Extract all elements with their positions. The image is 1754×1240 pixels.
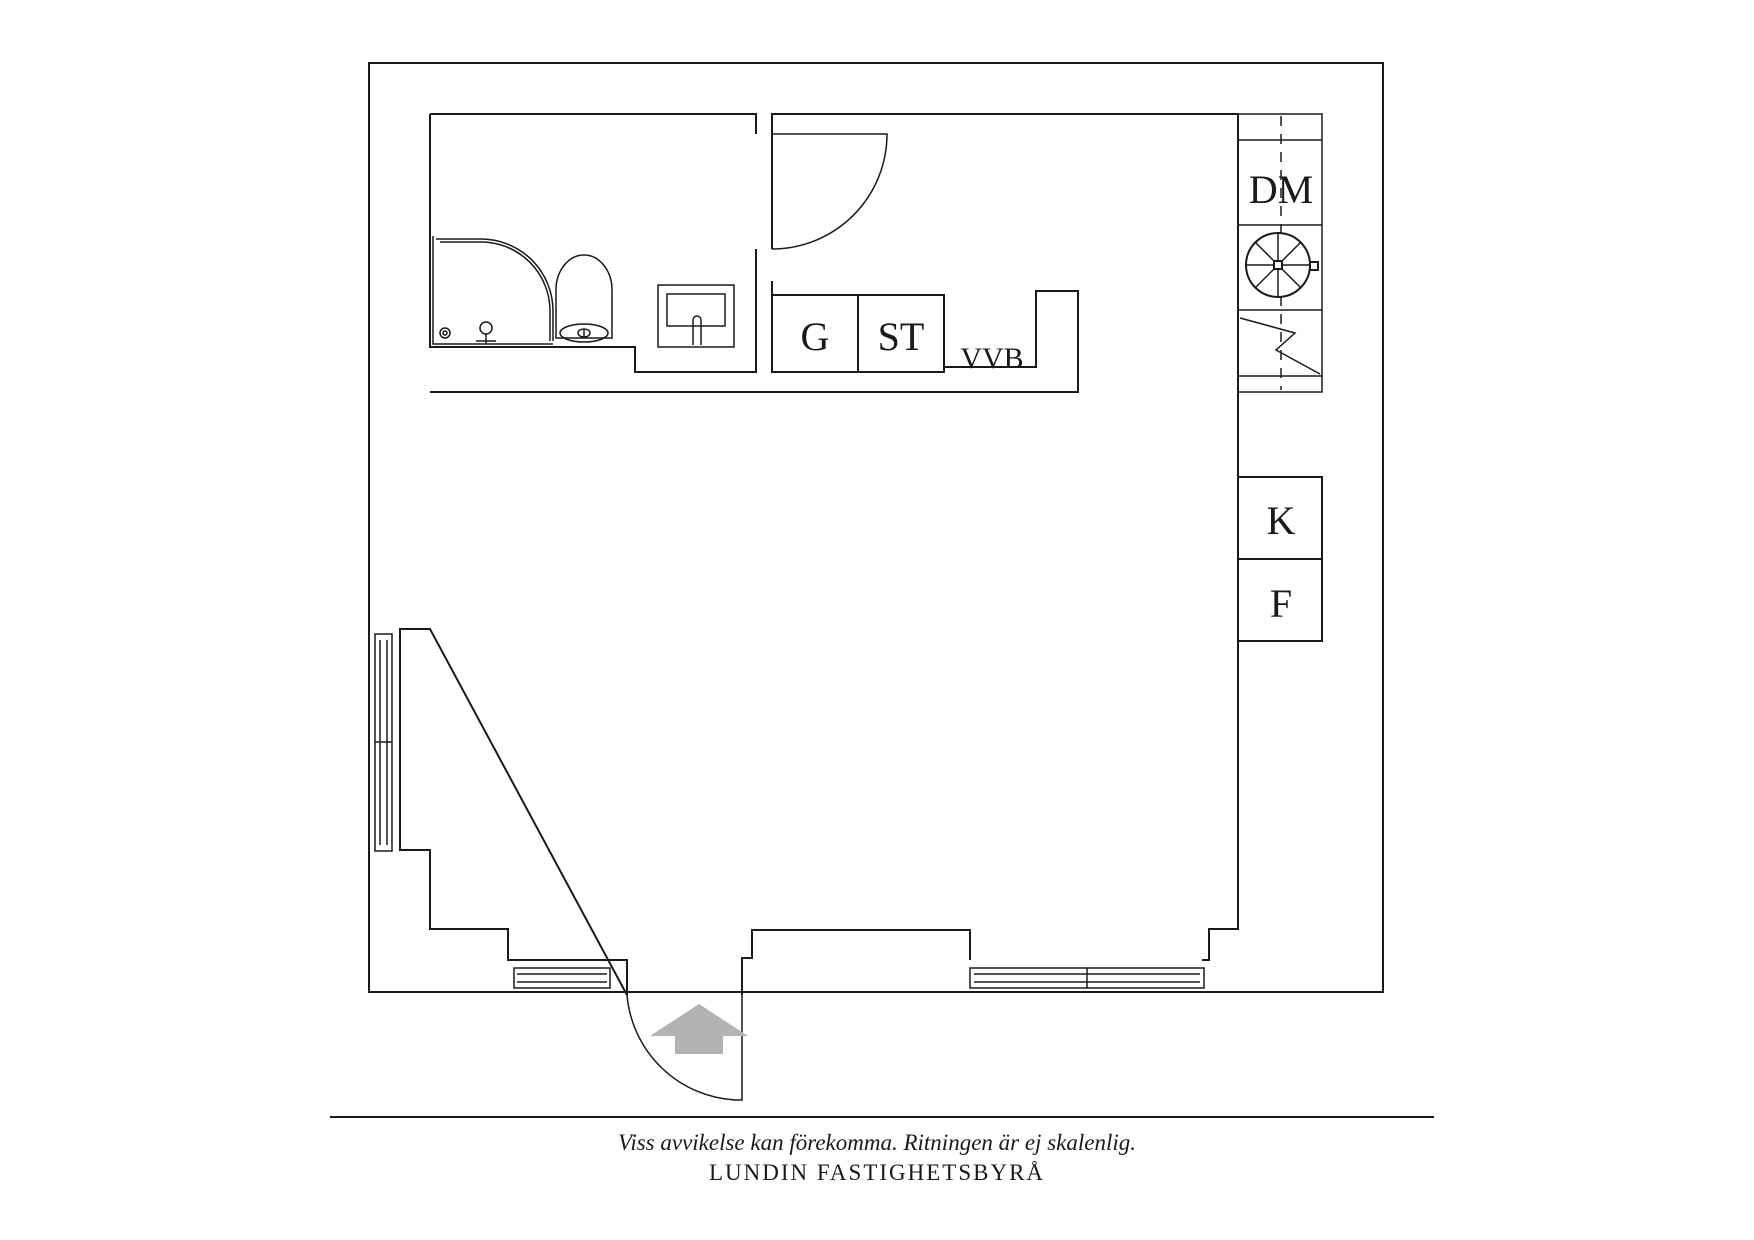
label-dm: DM xyxy=(1249,167,1313,212)
window-left xyxy=(374,633,393,852)
right-kitchen-column xyxy=(1237,113,1323,393)
disclaimer-text: Viss avvikelse kan förekomma. Ritningen … xyxy=(617,1130,1136,1155)
label-f: F xyxy=(1270,581,1292,626)
unit-st xyxy=(857,294,945,373)
window-bottom-right xyxy=(969,967,1205,989)
label-st: ST xyxy=(878,314,925,359)
toilet-icon xyxy=(555,254,613,343)
brand-name: LUNDIN FASTIGHETSBYRÅ xyxy=(708,1160,1046,1185)
inner-wall xyxy=(399,113,1239,996)
label-g: G xyxy=(801,314,830,359)
counter-zigzag xyxy=(1239,317,1321,375)
entrance-arrow-icon xyxy=(650,1004,748,1054)
label-k: K xyxy=(1267,498,1296,543)
unit-f xyxy=(1237,558,1323,642)
bathroom-wall xyxy=(429,113,757,373)
outer-wall xyxy=(368,62,1384,993)
bathroom-door[interactable] xyxy=(771,133,888,250)
window-bottom-left xyxy=(513,967,611,989)
footer: Viss avvikelse kan förekomma. Ritningen … xyxy=(0,1128,1754,1188)
entrance-door[interactable] xyxy=(626,994,743,1101)
sink-icon xyxy=(657,284,735,348)
stove-icon xyxy=(1245,232,1319,298)
label-vvb: VVB xyxy=(960,342,1023,375)
shower-icon xyxy=(432,236,554,345)
unit-g xyxy=(771,294,859,373)
unit-k xyxy=(1237,476,1323,560)
